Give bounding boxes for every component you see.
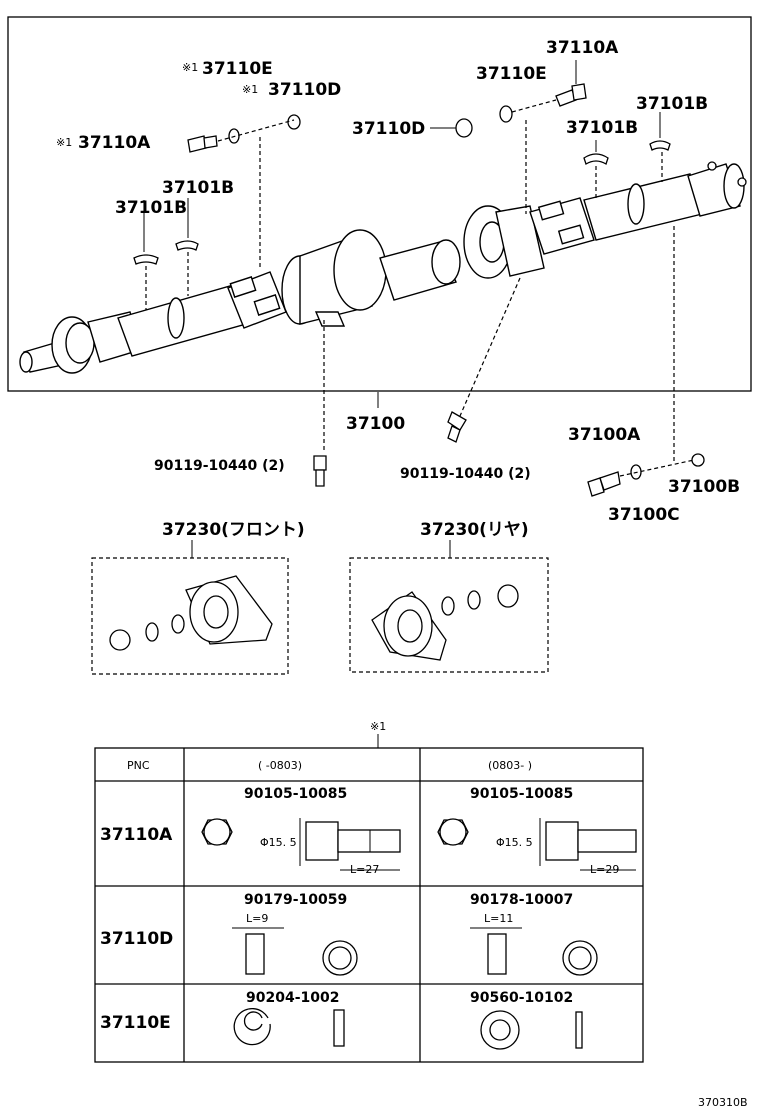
row-37110a-part2: 90105-10085 [470,786,573,802]
row-37110a-pnc: 37110A [100,825,173,845]
bearing-rear-drawing [371,584,519,661]
bearing-rear-box [349,557,549,673]
bearing-rear-label: 37230(リヤ) [420,520,529,540]
bearing-front-box [91,557,289,675]
bolt-37110a-right [555,83,587,107]
weight-37101b-right-2 [649,140,671,151]
bolt-90119-right [447,411,467,443]
bearing-front-label: 37230(フロント) [162,520,305,540]
callout-37100: 37100 [346,414,405,434]
callout-37100a: 37100A [568,425,641,445]
mark-37110e-left: ※1 [182,61,198,74]
row-37110e-part2: 90560-10102 [470,990,573,1006]
table-frame [94,747,644,1063]
callout-37101b-right-lower: 37101B [566,118,638,138]
bolt-37110a-left [187,135,218,153]
row-37110e-pnc: 37110E [100,1013,171,1033]
row-37110d-pnc: 37110D [100,929,173,949]
weight-37101b-right-1 [583,153,609,165]
row-37110d-len2: L=11 [484,912,513,925]
bearing-front-drawing [109,575,273,651]
callout-37100c: 37100C [608,505,680,525]
row-37110d-part1: 90179-10059 [244,892,347,908]
assembly-frame [7,16,752,392]
callout-37110a-right: 37110A [546,38,619,58]
nut-37110d-left [287,114,301,130]
row-37110a-part1: 90105-10085 [244,786,347,802]
bolt-drawing-col2 [437,818,637,871]
mark-37110d-left: ※1 [242,83,258,96]
table-header-col1: ( -0803) [258,759,302,772]
mark-37110a-left: ※1 [56,136,72,149]
nut-drawing-col1 [232,927,358,976]
washer-drawing-col2 [480,1010,583,1050]
row-37110d-len1: L=9 [246,912,268,925]
nut-drawing-col2 [470,927,598,976]
table-mark: ※1 [370,720,386,733]
nut-37110d-mid [455,118,473,138]
table-header-col2: (0803- ) [488,759,532,772]
bolt-drawing-col1 [201,818,401,871]
callout-37101b-left-upper: 37101B [162,178,234,198]
callout-90119-left: 90119-10440 (2) [154,458,285,474]
callout-37110e-right: 37110E [476,64,547,84]
bolt-90119-left [313,455,327,487]
weight-37101b-left-2 [175,240,199,251]
row-37110a-len1: L=27 [350,863,379,876]
table-header-pnc: PNC [127,759,150,772]
nut-37100b [691,453,705,467]
washer-drawing-col1 [233,1008,345,1047]
row-37110a-dia2: Φ15. 5 [496,836,533,849]
row-37110d-part2: 90178-10007 [470,892,573,908]
row-37110a-len2: L=29 [590,863,619,876]
callout-37110d-mid: 37110D [352,119,425,139]
callout-37101b-right-upper: 37101B [636,94,708,114]
bolt-37100a [587,471,621,497]
washer-37110e-right [499,105,513,123]
callout-37110e-left: 37110E [202,59,273,79]
propeller-shaft-drawing [19,161,747,374]
callout-37101b-left-lower: 37101B [115,198,187,218]
row-37110a-dia1: Φ15. 5 [260,836,297,849]
callout-37100b: 37100B [668,477,740,497]
diagram-code: 370310B [698,1096,748,1109]
callout-37110d-left: 37110D [268,80,341,100]
callout-37110a-left: 37110A [78,133,151,153]
callout-90119-right: 90119-10440 (2) [400,466,531,482]
row-37110e-part1: 90204-1002 [246,990,339,1006]
weight-37101b-left-1 [133,254,159,265]
